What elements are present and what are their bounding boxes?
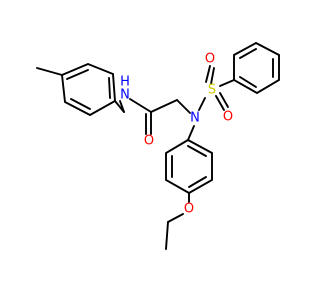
atom-o-ether: O <box>184 202 194 217</box>
bond-s-o-double <box>205 65 211 83</box>
tolyl-ring-double-bond <box>70 98 91 110</box>
bond-ch2-nh <box>119 100 125 113</box>
phenyl-ring-double-bond <box>239 48 257 59</box>
bond-s-o-double <box>215 95 225 111</box>
atom-n-sulfonamide: N <box>190 111 200 126</box>
atom-o-sulfonyl-top: O <box>205 52 215 67</box>
tolyl-ring-double-bond <box>66 69 89 80</box>
atom-n-amide: N <box>120 88 130 103</box>
chemical-structure-diagram: N H N O S O O O <box>36 41 280 250</box>
bond-s-o-double <box>219 92 229 108</box>
atom-o-sulfonyl-bottom: O <box>223 110 233 125</box>
atom-labels: N H N O S O O O <box>120 52 233 217</box>
bond-carbonyl-ch2 <box>150 99 178 113</box>
bond-o-ethyl <box>167 213 184 223</box>
bond-ethyl <box>165 221 169 250</box>
bond-s-phenyl <box>219 79 235 87</box>
atom-h-amide: H <box>120 75 130 90</box>
phenyl-ring <box>233 41 280 95</box>
bond-n-s <box>198 97 206 111</box>
ethoxyphenyl-ring-double-bond <box>187 145 207 157</box>
ethoxyphenyl-ring-double-bond <box>188 176 207 188</box>
atom-s-sulfonyl: S <box>208 83 216 98</box>
bond-ch2-n <box>176 99 191 114</box>
bond-n-aryl <box>187 125 195 141</box>
bond-s-o-double <box>210 67 215 85</box>
atom-o-carbonyl: O <box>144 134 154 149</box>
bond-methyl <box>36 67 63 76</box>
tolyl-ring-double-bond <box>108 77 111 99</box>
bonds <box>36 41 280 250</box>
bond-nh-carbonyl <box>129 98 152 113</box>
phenyl-ring-double-bond <box>239 76 257 88</box>
